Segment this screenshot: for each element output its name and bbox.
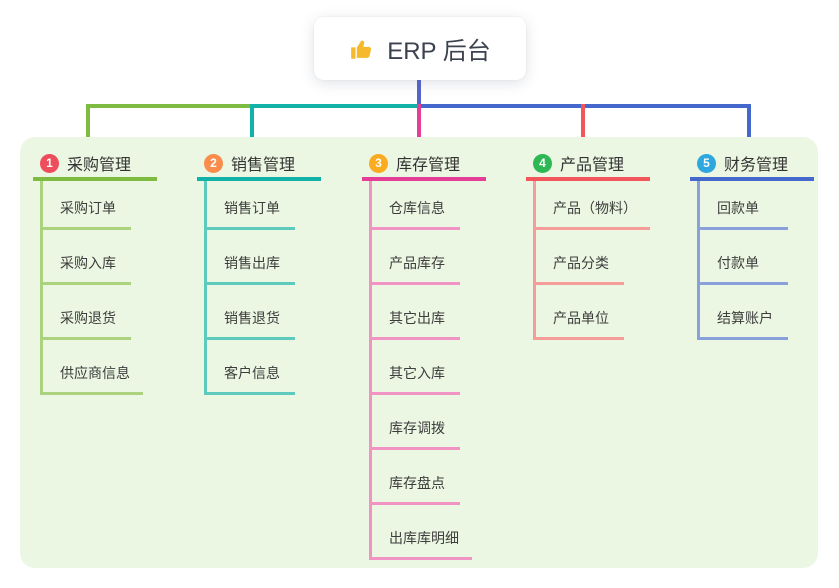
branch-sales-management: 2 销售管理 销售订单 销售出库 销售退货 客户信息	[197, 149, 321, 395]
child-node[interactable]: 付款单	[700, 230, 788, 285]
branch-label: 库存管理	[396, 157, 461, 174]
connector-trunk	[417, 80, 421, 108]
child-label: 供应商信息	[60, 365, 130, 381]
child-label: 产品单位	[553, 310, 609, 326]
branch-label: 产品管理	[560, 157, 625, 174]
connector-drop-sales	[250, 104, 254, 142]
child-label: 仓库信息	[389, 200, 445, 216]
branch-product-management: 4 产品管理 产品（物料） 产品分类 产品单位	[526, 149, 650, 340]
child-label: 付款单	[717, 255, 759, 271]
branch-node[interactable]: 2 销售管理	[197, 149, 321, 181]
child-node[interactable]: 采购入库	[43, 230, 131, 285]
child-node[interactable]: 其它入库	[372, 340, 460, 395]
branch-number-badge: 4	[533, 153, 552, 173]
branch-node[interactable]: 1 采购管理	[33, 149, 157, 181]
child-node[interactable]: 销售出库	[207, 230, 295, 285]
child-label: 其它出库	[389, 310, 445, 326]
child-label: 销售订单	[224, 200, 280, 216]
branch-board	[20, 137, 818, 568]
child-label: 库存盘点	[389, 475, 445, 491]
child-node[interactable]: 销售订单	[207, 181, 295, 230]
branch-purchase-management: 1 采购管理 采购订单 采购入库 采购退货 供应商信息	[33, 149, 157, 395]
child-label: 客户信息	[224, 365, 280, 381]
child-label: 销售出库	[224, 255, 280, 271]
child-node[interactable]: 库存调拨	[372, 395, 460, 450]
child-node[interactable]: 采购退货	[43, 285, 131, 340]
branch-children: 产品（物料） 产品分类 产品单位	[533, 181, 650, 340]
child-label: 其它入库	[389, 365, 445, 381]
child-label: 采购退货	[60, 310, 116, 326]
branch-label: 采购管理	[67, 157, 132, 174]
child-label: 采购订单	[60, 200, 116, 216]
root-label: ERP 后台	[387, 38, 491, 65]
child-node[interactable]: 产品分类	[536, 230, 624, 285]
connector-drop-product	[581, 104, 585, 142]
child-node[interactable]: 产品单位	[536, 285, 624, 340]
child-label: 结算账户	[717, 310, 773, 326]
child-node[interactable]: 仓库信息	[372, 181, 460, 230]
child-node[interactable]: 回款单	[700, 181, 788, 230]
branch-label: 财务管理	[724, 157, 789, 174]
child-label: 产品库存	[389, 255, 445, 271]
root-node[interactable]: ERP 后台	[314, 17, 526, 80]
branch-children: 采购订单 采购入库 采购退货 供应商信息	[40, 181, 143, 395]
branch-children: 仓库信息 产品库存 其它出库 其它入库 库存调拨 库存盘点 出库库明细	[369, 181, 472, 560]
child-node[interactable]: 库存盘点	[372, 450, 460, 505]
connector-rail-right-blue	[419, 104, 751, 108]
thumbs-up-icon	[349, 36, 375, 62]
child-node[interactable]: 供应商信息	[43, 340, 143, 395]
child-label: 出库库明细	[389, 530, 459, 546]
child-node[interactable]: 产品（物料）	[536, 181, 650, 230]
branch-node[interactable]: 5 财务管理	[690, 149, 814, 181]
child-node[interactable]: 产品库存	[372, 230, 460, 285]
branch-children: 销售订单 销售出库 销售退货 客户信息	[204, 181, 295, 395]
connector-drop-inventory	[417, 104, 421, 142]
connector-drop-finance	[747, 104, 751, 142]
child-label: 库存调拨	[389, 420, 445, 436]
child-label: 产品（物料）	[553, 200, 637, 216]
connector-drop-purchase	[86, 104, 90, 142]
child-label: 销售退货	[224, 310, 280, 326]
branch-inventory-management: 3 库存管理 仓库信息 产品库存 其它出库 其它入库 库存调拨 库存盘点 出库库…	[362, 149, 486, 560]
child-label: 回款单	[717, 200, 759, 216]
child-node[interactable]: 采购订单	[43, 181, 131, 230]
branch-finance-management: 5 财务管理 回款单 付款单 结算账户	[690, 149, 814, 340]
child-node[interactable]: 结算账户	[700, 285, 788, 340]
connector-rail-left-teal	[252, 104, 419, 108]
branch-number-badge: 2	[204, 153, 223, 173]
branch-number-badge: 3	[369, 153, 388, 173]
child-node[interactable]: 销售退货	[207, 285, 295, 340]
connector-rail-left-green	[86, 104, 252, 108]
branch-children: 回款单 付款单 结算账户	[697, 181, 788, 340]
branch-node[interactable]: 3 库存管理	[362, 149, 486, 181]
branch-label: 销售管理	[231, 157, 296, 174]
branch-number-badge: 5	[697, 153, 716, 173]
branch-number-badge: 1	[40, 153, 59, 173]
child-node[interactable]: 客户信息	[207, 340, 295, 395]
child-node[interactable]: 其它出库	[372, 285, 460, 340]
child-label: 采购入库	[60, 255, 116, 271]
child-node[interactable]: 出库库明细	[372, 505, 472, 560]
child-label: 产品分类	[553, 255, 609, 271]
branch-node[interactable]: 4 产品管理	[526, 149, 650, 181]
